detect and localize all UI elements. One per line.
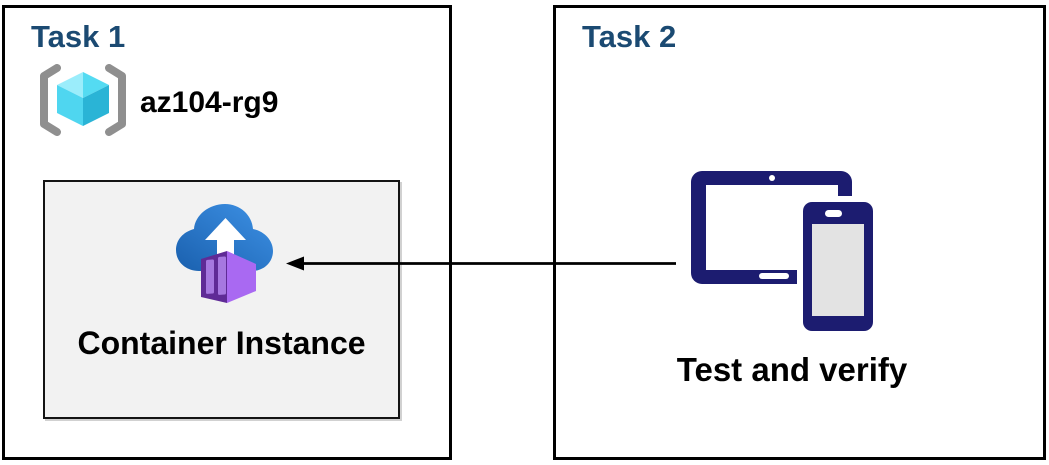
task2-box: Task 2 Test and verify xyxy=(553,5,1046,460)
devices-label: Test and verify xyxy=(676,351,908,388)
container-instance-box: Container Instance xyxy=(43,180,400,419)
resource-group-icon xyxy=(36,64,130,141)
task2-title: Task 2 xyxy=(582,19,677,54)
resource-group-row: az104-rg9 xyxy=(36,64,278,141)
container-instance-icon xyxy=(173,196,277,325)
container-instance-label: Container Instance xyxy=(77,325,366,361)
resource-group-name: az104-rg9 xyxy=(140,85,279,119)
task1-title: Task 1 xyxy=(31,19,126,54)
task1-box: Task 1 az104-rg9 xyxy=(2,5,452,460)
devices-icon xyxy=(675,163,885,343)
